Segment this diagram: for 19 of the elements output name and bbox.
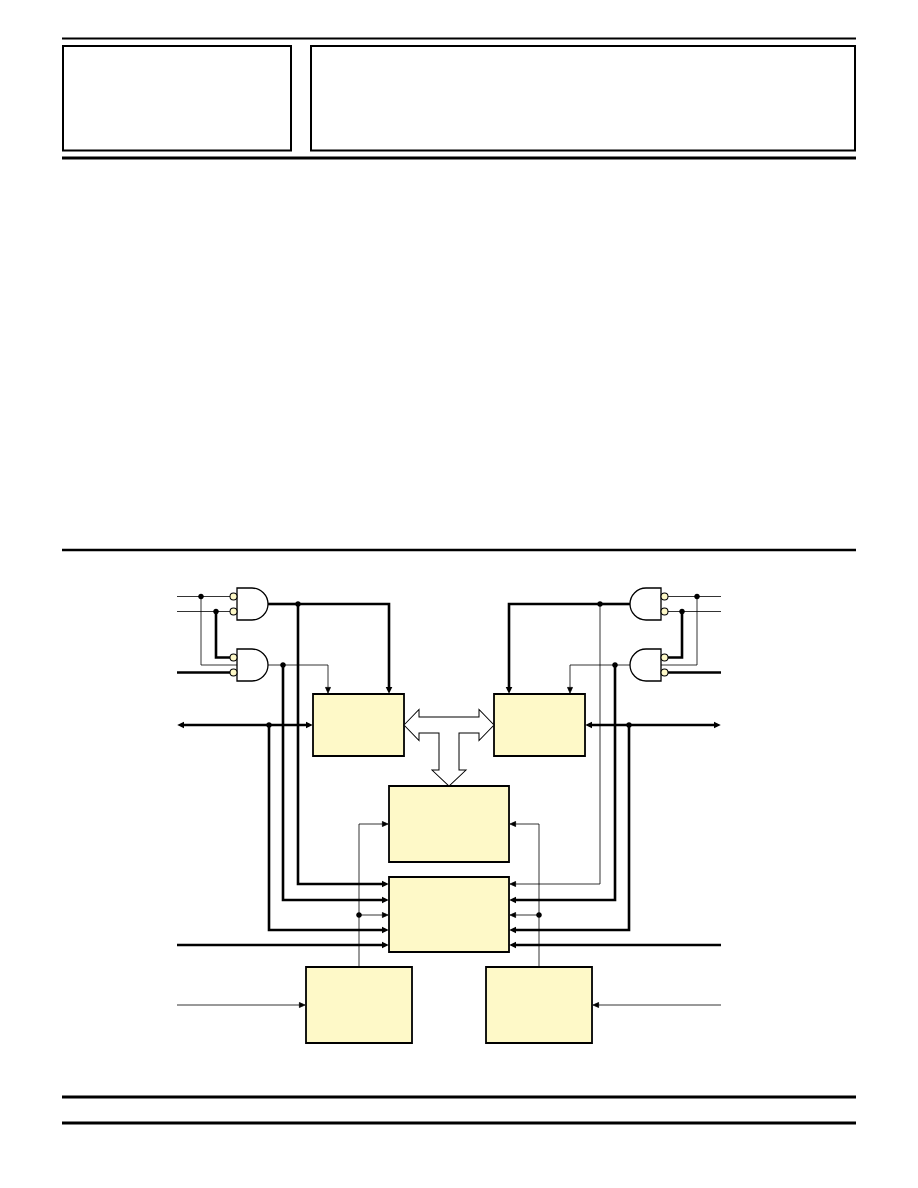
signal-line <box>668 611 684 659</box>
block-box <box>388 876 510 953</box>
bus-arrow <box>403 709 495 787</box>
block-box <box>305 966 413 1044</box>
arrow <box>176 1002 306 1008</box>
and-gate <box>229 587 269 621</box>
signal-line <box>668 671 721 674</box>
signal-line <box>214 611 230 659</box>
and-gate <box>229 648 269 682</box>
and-gate <box>629 648 669 682</box>
signal-line <box>667 596 698 666</box>
block-box <box>388 785 510 863</box>
block-box <box>485 966 593 1044</box>
signal-line <box>177 671 230 674</box>
block-box <box>493 693 586 757</box>
signal-line <box>200 596 231 666</box>
and-gate <box>629 587 669 621</box>
arrow <box>592 1002 722 1008</box>
block-box <box>312 693 405 757</box>
